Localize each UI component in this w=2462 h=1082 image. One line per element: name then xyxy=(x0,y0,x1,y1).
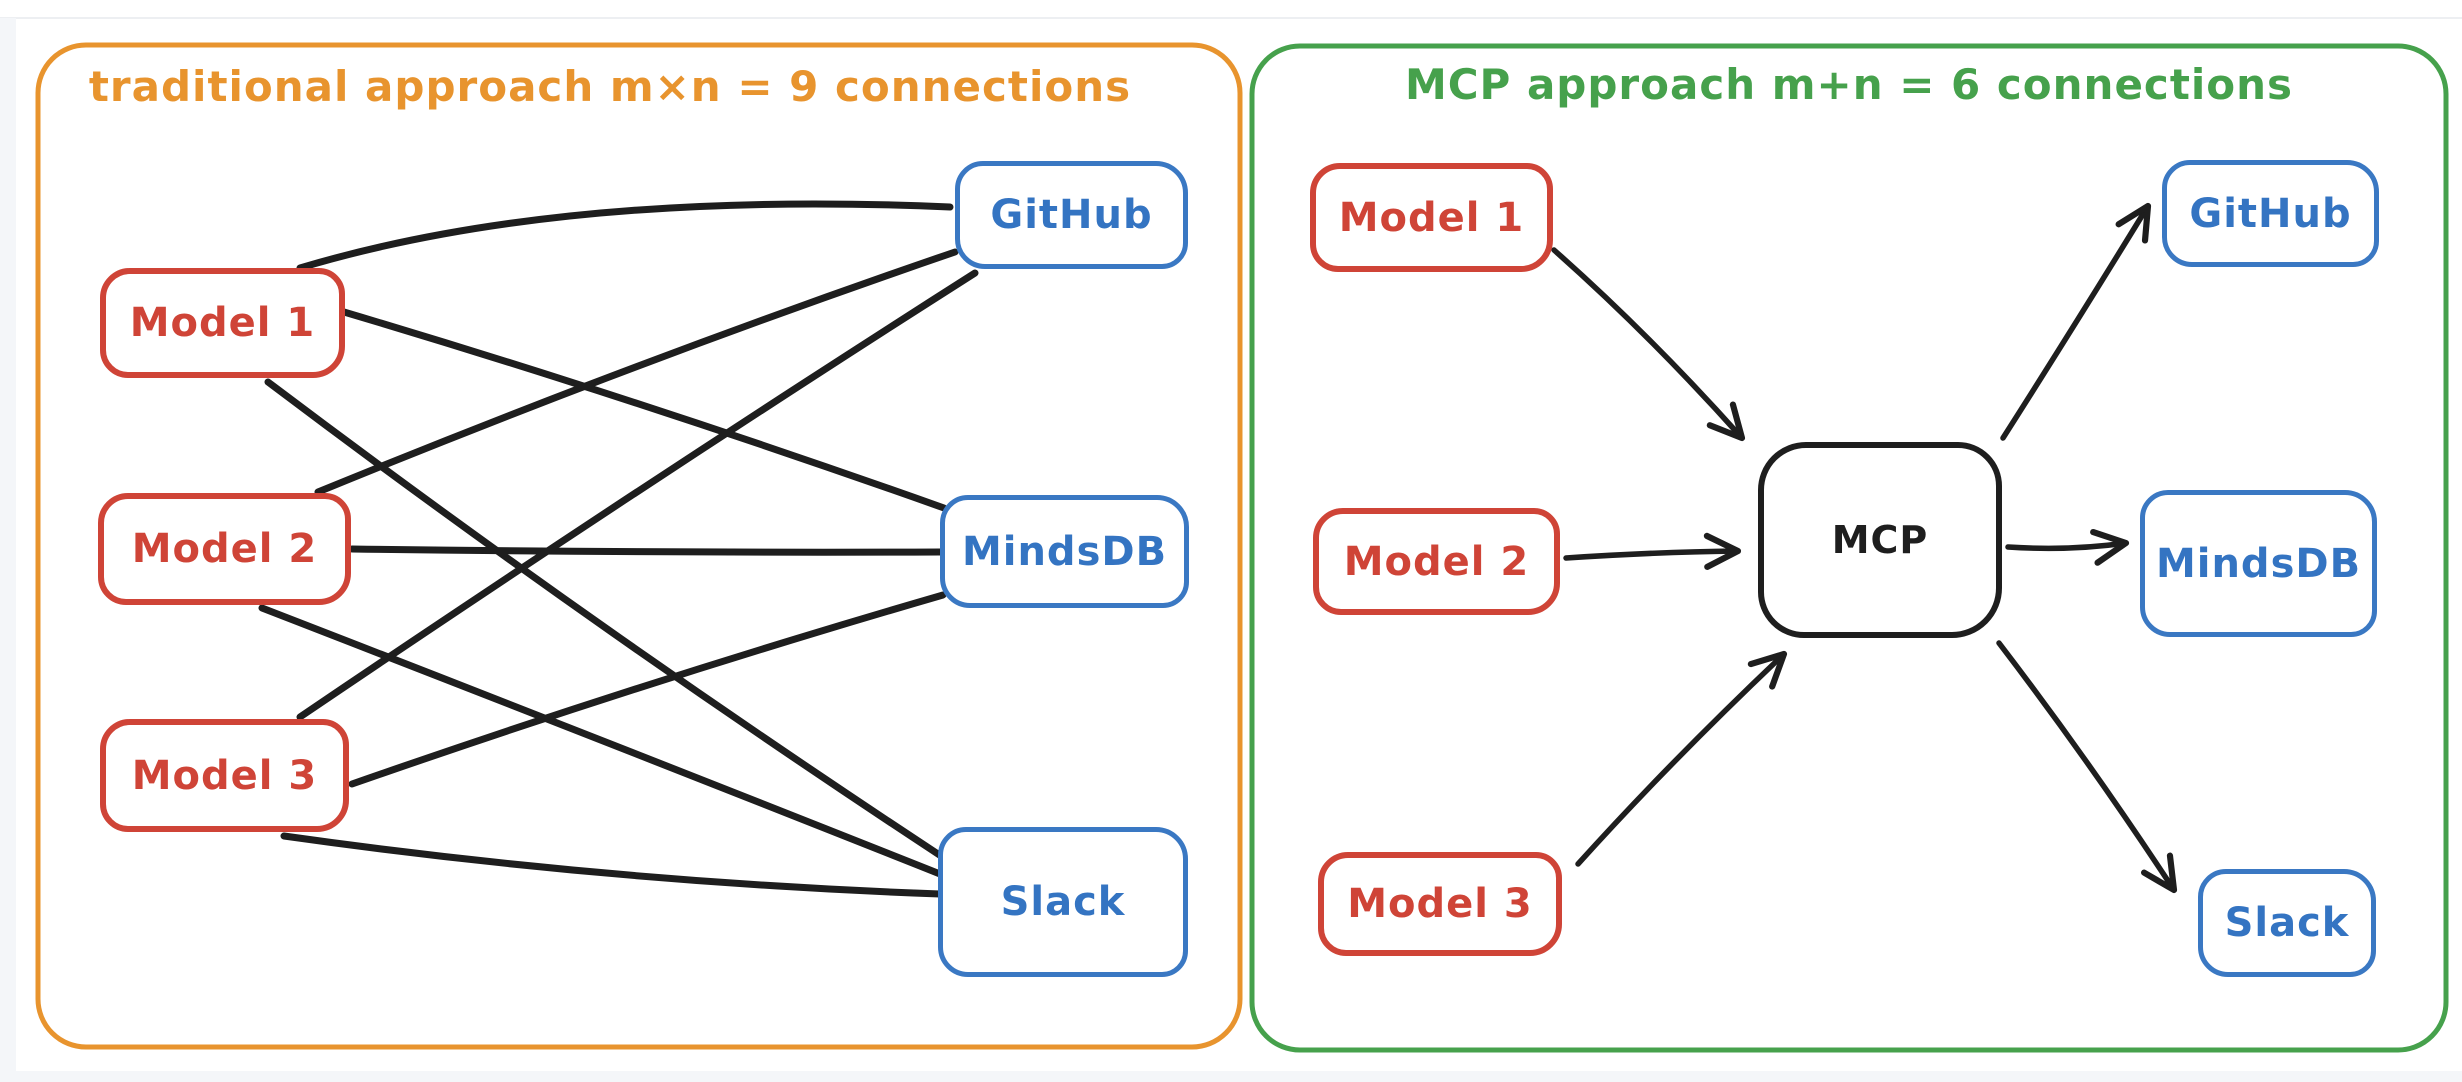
edge-model1-github xyxy=(296,200,954,272)
edge-model1-mindsdb xyxy=(340,308,948,512)
node-mcp-hub: MCP xyxy=(1758,442,2002,638)
page-top-hairline xyxy=(0,17,2462,19)
edge-model3-mindsdb xyxy=(348,591,947,788)
page-left-edge-strip xyxy=(0,18,16,1082)
edge-model3-github xyxy=(296,269,979,721)
arrow-model2-to-mcp xyxy=(1563,532,1742,570)
node-mcp-model-3: Model 3 xyxy=(1318,852,1562,956)
edge-model2-slack xyxy=(258,604,944,878)
node-mcp-slack: Slack xyxy=(2198,869,2376,977)
arrow-model1-to-mcp xyxy=(1551,247,1746,442)
arrow-mcp-to-github xyxy=(2000,202,2152,441)
mcp-panel-border xyxy=(1249,43,2449,1053)
edge-model1-slack xyxy=(264,378,945,860)
node-mcp-model-2: Model 2 xyxy=(1313,508,1560,615)
traditional-panel-title: traditional approach m×n = 9 connections xyxy=(88,62,1132,111)
edge-model2-github xyxy=(314,248,959,496)
node-traditional-github: GitHub xyxy=(955,161,1188,269)
mcp-panel-title: MCP approach m+n = 6 connections xyxy=(1404,60,2294,109)
arrow-mcp-to-mindsdb xyxy=(2005,528,2130,566)
arrow-mcp-to-slack xyxy=(1996,640,2178,894)
node-traditional-slack: Slack xyxy=(938,827,1188,977)
page-bottom-edge-strip xyxy=(0,1071,2462,1082)
node-traditional-mindsdb: MindsDB xyxy=(940,495,1189,608)
node-mcp-mindsdb: MindsDB xyxy=(2140,490,2377,637)
arrow-model3-to-mcp xyxy=(1575,650,1788,867)
traditional-panel-border xyxy=(35,42,1243,1050)
edge-model2-mindsdb xyxy=(348,545,944,556)
node-mcp-github: GitHub xyxy=(2162,160,2379,267)
node-traditional-model-1: Model 1 xyxy=(100,268,345,378)
node-mcp-model-1: Model 1 xyxy=(1310,163,1553,272)
edge-model3-slack xyxy=(280,832,944,898)
node-traditional-model-3: Model 3 xyxy=(100,719,349,832)
node-traditional-model-2: Model 2 xyxy=(98,493,351,605)
